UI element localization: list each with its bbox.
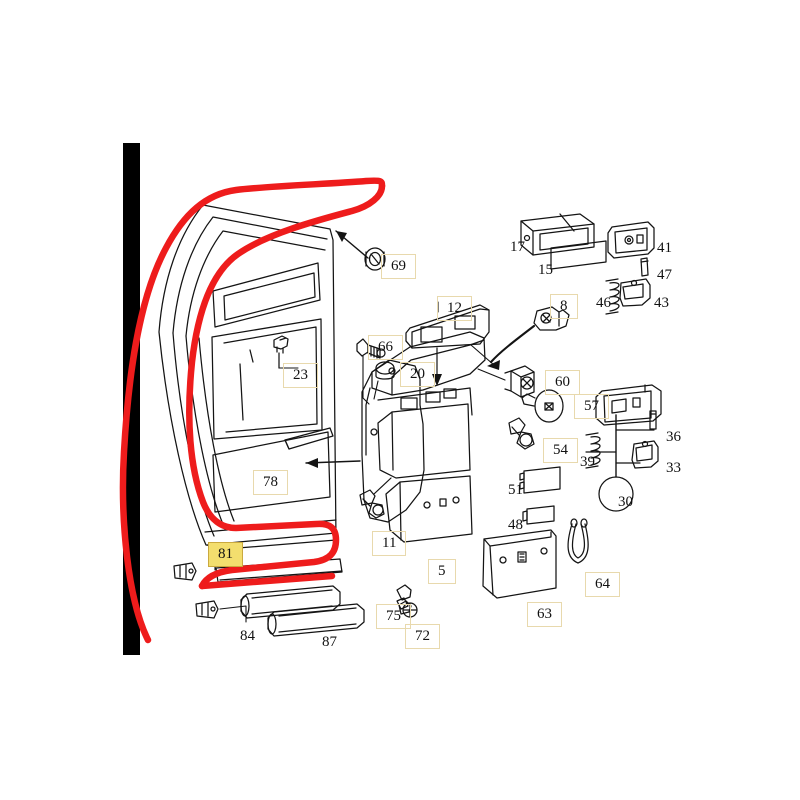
part-label-46[interactable]: 46 bbox=[596, 295, 611, 311]
part-label-8[interactable]: 8 bbox=[550, 294, 578, 319]
part-57-knob bbox=[521, 389, 564, 423]
part-87-seal-tubes bbox=[240, 585, 365, 637]
part-84-clip-upper bbox=[173, 562, 197, 581]
part-label-39[interactable]: 39 bbox=[580, 454, 595, 470]
part-23-clip bbox=[273, 335, 289, 369]
part-label-63[interactable]: 63 bbox=[527, 602, 562, 627]
part-label-30[interactable]: 30 bbox=[618, 494, 633, 510]
part-43-handle bbox=[619, 278, 651, 307]
part-51-plate bbox=[519, 466, 561, 494]
part-60-switch bbox=[504, 365, 535, 398]
part-46-spring bbox=[605, 278, 620, 315]
part-17-housing bbox=[520, 213, 595, 256]
part-label-66[interactable]: 66 bbox=[368, 335, 403, 360]
arrow-8-to-panel bbox=[487, 324, 536, 370]
part-64-strap bbox=[567, 518, 589, 564]
part-41-switch-plate bbox=[607, 221, 655, 259]
part-label-20[interactable]: 20 bbox=[400, 362, 435, 387]
part-label-5[interactable]: 5 bbox=[428, 559, 456, 584]
leader-66 bbox=[362, 355, 370, 405]
part-label-57[interactable]: 57 bbox=[574, 394, 609, 419]
part-11-fastener bbox=[359, 489, 385, 519]
part-label-78[interactable]: 78 bbox=[253, 470, 288, 495]
part-20-bushing bbox=[375, 361, 395, 380]
part-label-51[interactable]: 51 bbox=[508, 482, 523, 498]
part-8-latch bbox=[533, 306, 570, 331]
leader-60 bbox=[477, 368, 506, 381]
red-highlight-trace-part-81 bbox=[119, 177, 386, 644]
part-label-11[interactable]: 11 bbox=[372, 531, 407, 556]
part-5-door-trim-panel bbox=[361, 331, 486, 543]
leader-20 bbox=[373, 380, 379, 400]
part-label-12[interactable]: 12 bbox=[437, 296, 472, 321]
leader-84 bbox=[219, 605, 247, 623]
part-label-36[interactable]: 36 bbox=[666, 429, 681, 445]
part-33-handle bbox=[631, 440, 659, 469]
leader-78-arrow bbox=[305, 458, 361, 468]
part-39-spring bbox=[585, 432, 601, 469]
part-label-69[interactable]: 69 bbox=[381, 254, 416, 279]
part-label-81[interactable]: 81 bbox=[208, 542, 243, 567]
part-label-75[interactable]: 75 bbox=[376, 604, 411, 629]
part-label-43[interactable]: 43 bbox=[654, 295, 669, 311]
part-54-fastener bbox=[508, 417, 535, 450]
part-84-clip-lower bbox=[195, 600, 219, 619]
part-label-84[interactable]: 84 bbox=[240, 628, 255, 644]
part-30-pull-housing bbox=[595, 384, 662, 426]
part-36-pin bbox=[649, 410, 657, 430]
part-label-64[interactable]: 64 bbox=[585, 572, 620, 597]
part-label-72[interactable]: 72 bbox=[405, 624, 440, 649]
part-label-41[interactable]: 41 bbox=[657, 240, 672, 256]
part-30-assembly bbox=[585, 414, 655, 512]
part-label-54[interactable]: 54 bbox=[543, 438, 578, 463]
part-label-87[interactable]: 87 bbox=[322, 634, 337, 650]
leader-69 bbox=[335, 230, 369, 259]
part-48-plate bbox=[522, 505, 555, 525]
part-label-17[interactable]: 17 bbox=[510, 239, 525, 255]
part-label-15[interactable]: 15 bbox=[538, 262, 553, 278]
part-63-pocket bbox=[482, 529, 557, 599]
part-label-48[interactable]: 48 bbox=[508, 517, 523, 533]
part-label-23[interactable]: 23 bbox=[283, 363, 318, 388]
leader-11 bbox=[373, 477, 392, 495]
part-label-60[interactable]: 60 bbox=[545, 370, 580, 395]
part-label-47[interactable]: 47 bbox=[657, 267, 672, 283]
part-12-trim-strip bbox=[405, 304, 490, 349]
part-47-pin bbox=[640, 257, 649, 277]
part-label-33[interactable]: 33 bbox=[666, 460, 681, 476]
part-15-insert bbox=[550, 240, 607, 270]
part-69-grommet bbox=[364, 247, 386, 271]
